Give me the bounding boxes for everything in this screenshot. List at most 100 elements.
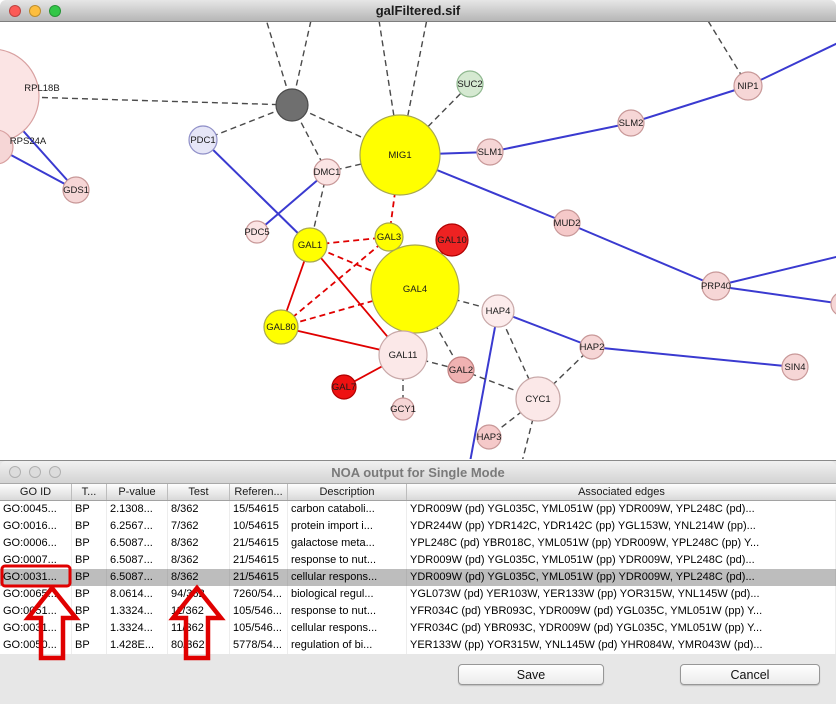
edge-slm1-slm2[interactable] — [489, 122, 632, 153]
table-cell[interactable]: 5778/54... — [230, 637, 288, 654]
table-cell[interactable]: 6.5087... — [107, 535, 168, 552]
edge-nip1-p-right1[interactable] — [747, 42, 836, 87]
table-cell[interactable]: 8/362 — [168, 535, 230, 552]
table-cell[interactable]: 10/54615 — [230, 518, 288, 535]
table-cell[interactable]: 1.428E... — [107, 637, 168, 654]
table-cell[interactable]: 1.3324... — [107, 620, 168, 637]
column-header-t[interactable]: T... — [72, 484, 107, 500]
table-cell[interactable]: 21/54615 — [230, 535, 288, 552]
node-slm2[interactable] — [617, 109, 645, 137]
edge-hap4-p-bottom1[interactable] — [469, 310, 499, 459]
table-cell[interactable]: regulation of bi... — [288, 637, 407, 654]
table-cell[interactable]: GO:0051... — [0, 603, 72, 620]
save-button[interactable]: Save — [458, 664, 604, 685]
table-cell[interactable]: BP — [72, 535, 107, 552]
table-cell[interactable]: 11/362 — [168, 620, 230, 637]
zoom-button[interactable] — [49, 466, 61, 478]
table-cell[interactable]: YER133W (pp) YOR315W, YNL145W (pd) YHR08… — [407, 637, 836, 654]
column-header-p-value[interactable]: P-value — [107, 484, 168, 500]
table-cell[interactable]: YDR244W (pp) YDR142C, YDR142C (pp) YGL15… — [407, 518, 836, 535]
table-cell[interactable]: BP — [72, 603, 107, 620]
edge-gal80-gal4[interactable] — [280, 288, 416, 328]
table-cell[interactable]: biological regul... — [288, 586, 407, 603]
table-cell[interactable]: YFR034C (pd) YBR093C, YDR009W (pd) YGL03… — [407, 620, 836, 637]
column-header-referen[interactable]: Referen... — [230, 484, 288, 500]
node-prp40[interactable] — [701, 271, 731, 301]
table-cell[interactable]: GO:0006... — [0, 535, 72, 552]
node-mig1[interactable] — [359, 114, 441, 196]
edge-prp40-partial-right[interactable] — [715, 285, 836, 305]
table-cell[interactable]: galactose meta... — [288, 535, 407, 552]
table-cell[interactable]: YDR009W (pd) YGL035C, YML051W (pp) YDR00… — [407, 501, 836, 518]
table-cell[interactable]: YDR009W (pd) YGL035C, YML051W (pp) YDR00… — [407, 552, 836, 569]
node-rpl18b[interactable] — [0, 49, 40, 143]
node-gal2[interactable] — [447, 356, 475, 384]
edge-gal3-gal80[interactable] — [280, 236, 390, 328]
table-cell[interactable]: 8/362 — [168, 501, 230, 518]
table-cell[interactable]: 7/362 — [168, 518, 230, 535]
node-suc2[interactable] — [456, 70, 484, 98]
edge-mud2-prp40[interactable] — [566, 222, 717, 287]
table-cell[interactable]: GO:0016... — [0, 518, 72, 535]
edge-hap2-sin4[interactable] — [591, 346, 796, 368]
table-cell[interactable]: cellular respons... — [288, 620, 407, 637]
table-cell[interactable]: 11/362 — [168, 603, 230, 620]
table-cell[interactable]: 6.5087... — [107, 552, 168, 569]
table-cell[interactable]: carbon cataboli... — [288, 501, 407, 518]
edge-dmc1-pdc5[interactable] — [256, 171, 328, 233]
table-cell[interactable]: 105/546... — [230, 603, 288, 620]
table-cell[interactable]: YPL248C (pd) YBR018C, YML051W (pp) YDR00… — [407, 535, 836, 552]
minimize-button[interactable] — [29, 466, 41, 478]
node-sin4[interactable] — [781, 353, 809, 381]
node-hap4[interactable] — [481, 294, 515, 328]
column-header-description[interactable]: Description — [288, 484, 407, 500]
node-pdc5[interactable] — [245, 220, 269, 244]
noa-window-titlebar[interactable]: NOA output for Single Mode — [0, 461, 836, 484]
edge-prp40-p-right2[interactable] — [715, 255, 836, 287]
edge-rpl18b-darknode[interactable] — [0, 95, 293, 106]
table-cell[interactable]: 6.2567... — [107, 518, 168, 535]
table-cell[interactable]: response to nut... — [288, 552, 407, 569]
table-cell[interactable]: protein import i... — [288, 518, 407, 535]
edge-gal2-cyc1[interactable] — [460, 369, 539, 400]
node-rps24a[interactable] — [0, 129, 14, 165]
edge-mig1-suc2[interactable] — [399, 83, 471, 156]
network-window-titlebar[interactable]: galFiltered.sif — [0, 0, 836, 22]
table-cell[interactable]: BP — [72, 586, 107, 603]
node-gds1[interactable] — [62, 176, 90, 204]
zoom-button[interactable] — [49, 5, 61, 17]
table-cell[interactable]: YGL073W (pd) YER103W, YER133W (pp) YOR31… — [407, 586, 836, 603]
table-cell[interactable]: 80/362 — [168, 637, 230, 654]
table-cell[interactable]: BP — [72, 637, 107, 654]
table-cell[interactable]: cellular respons... — [288, 569, 407, 586]
table-cell[interactable]: BP — [72, 552, 107, 569]
node-partial-right[interactable] — [830, 292, 836, 316]
node-gcy1[interactable] — [391, 397, 415, 421]
node-slm1[interactable] — [476, 138, 504, 166]
table-cell[interactable]: 21/54615 — [230, 552, 288, 569]
table-cell[interactable]: 8.0614... — [107, 586, 168, 603]
node-darknode[interactable] — [275, 88, 309, 122]
table-cell[interactable]: 94/362 — [168, 586, 230, 603]
edge-hap4-hap2[interactable] — [497, 310, 593, 348]
minimize-button[interactable] — [29, 5, 41, 17]
node-hap3[interactable] — [476, 424, 502, 450]
node-gal80[interactable] — [263, 309, 299, 345]
node-gal3[interactable] — [374, 222, 404, 252]
column-header-go-id[interactable]: GO ID — [0, 484, 72, 500]
node-hap2[interactable] — [579, 334, 605, 360]
table-cell[interactable]: GO:0007... — [0, 552, 72, 569]
node-dmc1[interactable] — [313, 158, 341, 186]
table-cell[interactable]: YFR034C (pd) YBR093C, YDR009W (pd) YGL03… — [407, 603, 836, 620]
node-gal7[interactable] — [331, 374, 357, 400]
